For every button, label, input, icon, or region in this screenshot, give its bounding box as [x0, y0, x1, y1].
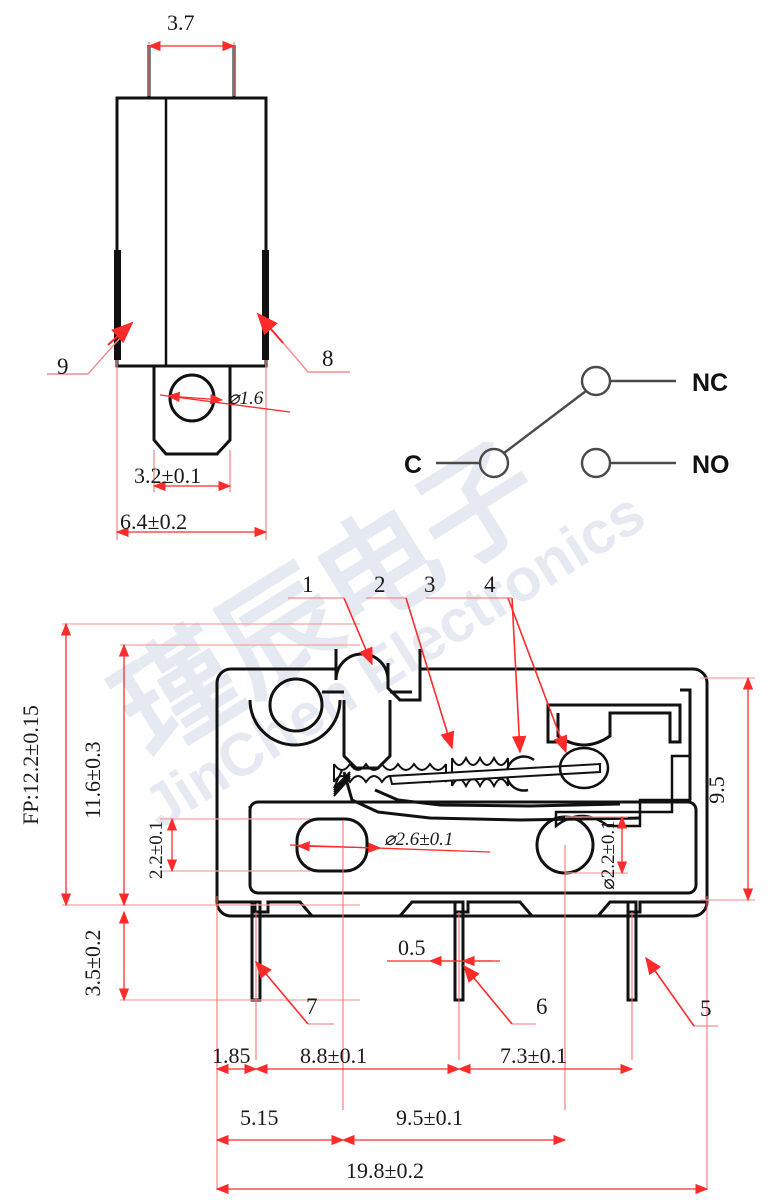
- side-view-dimension-lines: [60, 622, 755, 1002]
- side-view-extension-lines: [216, 820, 708, 1190]
- top-view-callout-leaders: [47, 312, 350, 375]
- dim-body-depth: 9.5: [704, 776, 729, 804]
- dim-free-position: FP:12.2±0.15: [18, 705, 43, 825]
- callout-7-label: 7: [306, 994, 318, 1019]
- dim-plunger-width: 3.7: [167, 10, 195, 35]
- dim-hole-dia: ⌀1.6: [228, 388, 264, 409]
- callout-2-label: 2: [374, 572, 386, 597]
- dim-hole-offset-left: 2.2±0.1: [146, 821, 167, 879]
- dim-pin1-to-pin2: 8.8±0.1: [300, 1043, 367, 1068]
- dim-hole-offset-right: ⌀2.2±0.1: [598, 820, 619, 889]
- side-view-geometry: [215, 649, 709, 1002]
- top-view-dimensions: [115, 40, 291, 540]
- terminal-nc-label: NC: [692, 369, 728, 397]
- dim-body-height: 11.6±0.3: [80, 741, 105, 818]
- terminal-c-label: C: [404, 451, 422, 479]
- dim-overall-length: 19.8±0.2: [346, 1158, 424, 1183]
- dim-edge-to-pin: 1.85: [212, 1043, 251, 1068]
- circuit-schematic: [436, 365, 676, 479]
- terminal-no-label: NO: [692, 451, 730, 479]
- callout-9-label: 9: [57, 354, 69, 379]
- callout-6-label: 6: [536, 994, 548, 1019]
- dim-tab-width: 3.2±0.1: [134, 463, 201, 488]
- dim-pin-thickness: 0.5: [398, 935, 426, 960]
- dim-hole1-to-hole2: 9.5±0.1: [396, 1105, 463, 1130]
- dim-pin2-to-pin3: 7.3±0.1: [500, 1043, 567, 1068]
- dim-body-width: 6.4±0.2: [120, 509, 187, 534]
- bottom-dimension-chain: [215, 1063, 709, 1195]
- callout-5-label: 5: [700, 996, 712, 1021]
- side-view-callout-leaders: [254, 597, 718, 1027]
- callout-3-label: 3: [424, 572, 436, 597]
- dim-edge-to-hole1: 5.15: [240, 1105, 279, 1130]
- callout-8-label: 8: [322, 346, 334, 371]
- dim-mount-hole-dia: ⌀2.6±0.1: [384, 829, 453, 850]
- dim-pin-length: 3.5±0.2: [80, 929, 105, 996]
- callout-4-label: 4: [484, 572, 496, 597]
- callout-1-label: 1: [302, 572, 314, 597]
